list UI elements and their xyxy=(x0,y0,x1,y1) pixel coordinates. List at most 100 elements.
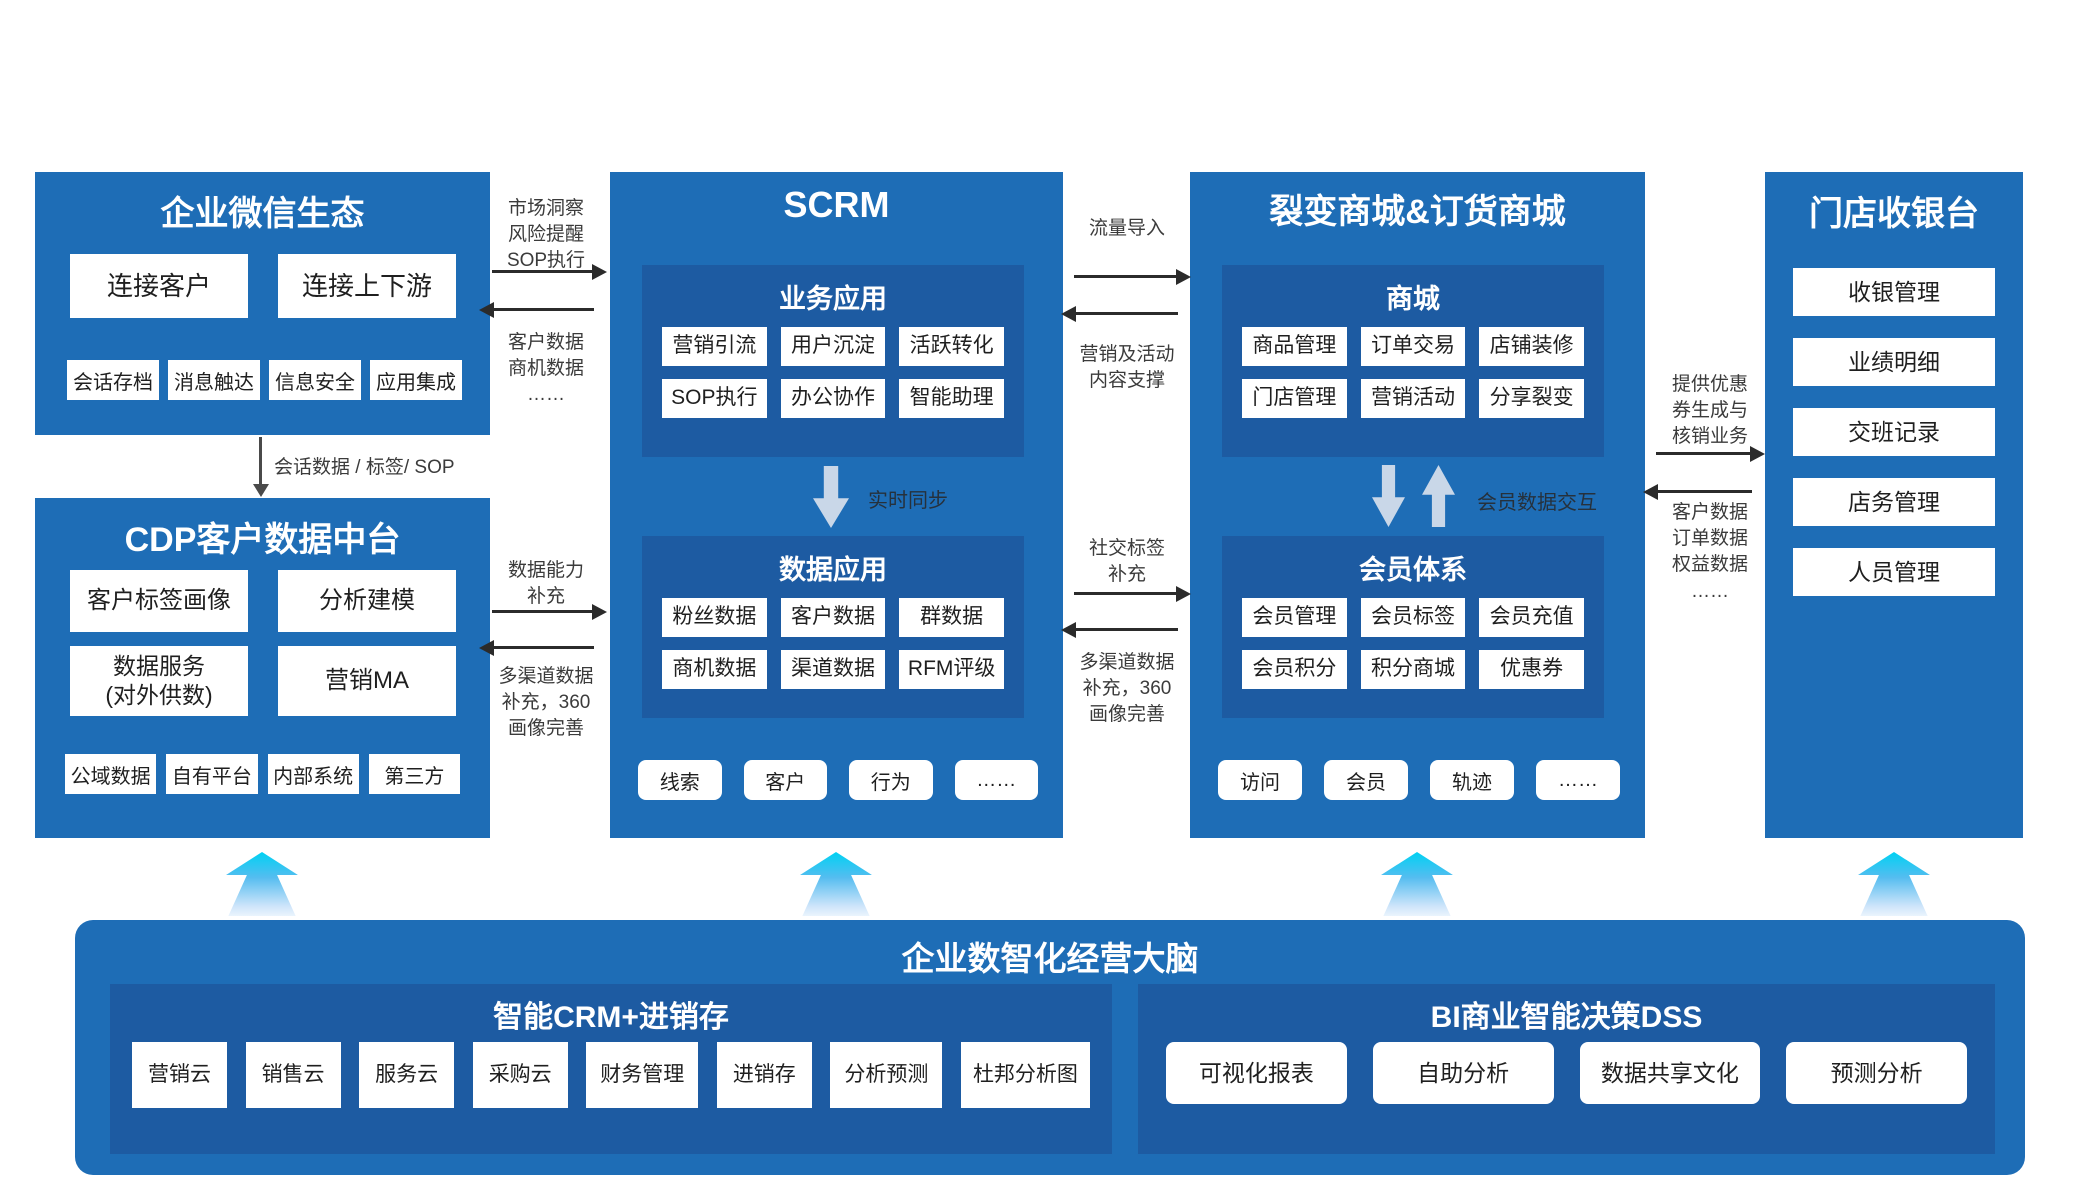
mall-chip: 会员 xyxy=(1324,760,1408,800)
connector-label: 流量导入 xyxy=(1088,218,1165,239)
cdp-cell: 分析建模 xyxy=(278,570,456,632)
brain-crm-cell: 财务管理 xyxy=(586,1042,699,1108)
brain-crm-cell: 进销存 xyxy=(716,1042,812,1108)
brain-bi-subpanel: BI商业智能决策DSS 可视化报表 自助分析 数据共享文化 预测分析 xyxy=(1138,984,1995,1154)
scrm-data-cell: 客户数据 xyxy=(780,598,886,637)
brain-bi-cells: 可视化报表 自助分析 数据共享文化 预测分析 xyxy=(1166,1042,1967,1104)
mall-member-cell: 会员充值 xyxy=(1479,598,1584,637)
scrm-data-cell: 商机数据 xyxy=(662,650,767,689)
scrm-data-cell: RFM评级 xyxy=(899,650,1004,689)
scrm-data-grid: 粉丝数据 客户数据 群数据 商机数据 渠道数据 RFM评级 xyxy=(662,598,1004,689)
mall-member-cell: 会员管理 xyxy=(1242,598,1347,637)
mall-chip: 访问 xyxy=(1218,760,1302,800)
mall-member-grid: 会员管理 会员标签 会员充值 会员积分 积分商城 优惠券 xyxy=(1242,598,1584,689)
scrm-sync-label: 实时同步 xyxy=(868,490,948,512)
cdp-chip: 公域数据 xyxy=(65,754,157,794)
panel-pos: 门店收银台 收银管理 业绩明细 交班记录 店务管理 人员管理 xyxy=(1765,172,2023,838)
brain-crm-cell: 销售云 xyxy=(245,1042,341,1108)
connector-label: 多渠道数据 补充，360 画像完善 xyxy=(1079,652,1175,726)
brain-crm-cells: 营销云 销售云 服务云 采购云 财务管理 进销存 分析预测 杜邦分析图 xyxy=(132,1042,1090,1108)
brain-bi-cell: 数据共享文化 xyxy=(1579,1042,1761,1104)
arrow-left-icon xyxy=(1643,484,1752,500)
brain-bi-cell: 可视化报表 xyxy=(1166,1042,1347,1104)
connector-label: 会话数据 / 标签/ SOP xyxy=(274,457,455,478)
cdp-chip: 自有平台 xyxy=(166,754,258,794)
brain-crm-cell: 营销云 xyxy=(132,1042,227,1108)
wechat-chip: 消息触达 xyxy=(168,360,260,400)
pos-cell: 收银管理 xyxy=(1793,268,1995,316)
scrm-chip-row: 线索 客户 行为 …… xyxy=(638,760,1038,800)
scrm-data-subpanel: 数据应用 粉丝数据 客户数据 群数据 商机数据 渠道数据 RFM评级 xyxy=(642,536,1024,718)
panel-mall: 裂变商城&订货商城 商城 商品管理 订单交易 店铺装修 门店管理 营销活动 分享… xyxy=(1190,172,1645,838)
connector-label: 客户数据 订单数据 权益数据 …… xyxy=(1671,502,1748,602)
arrow-right-icon xyxy=(492,264,607,280)
brain-crm-cell: 采购云 xyxy=(472,1042,568,1108)
scrm-data-cell: 渠道数据 xyxy=(780,650,886,689)
connector-label: 客户数据 商机数据 …… xyxy=(507,332,584,406)
cdp-cell: 营销MA xyxy=(278,646,456,716)
scrm-business-grid: 营销引流 用户沉淀 活跃转化 SOP执行 办公协作 智能助理 xyxy=(662,327,1004,418)
cdp-panel-title: CDP客户数据中台 xyxy=(124,521,401,559)
pos-cell: 人员管理 xyxy=(1793,548,1995,596)
mall-shop-grid: 商品管理 订单交易 店铺装修 门店管理 营销活动 分享裂变 xyxy=(1242,327,1584,418)
scrm-business-cell: 用户沉淀 xyxy=(780,327,886,366)
mall-shop-cell: 商品管理 xyxy=(1242,327,1347,366)
wechat-chip: 应用集成 xyxy=(370,360,462,400)
scrm-data-cell: 粉丝数据 xyxy=(662,598,767,637)
brain-crm-cell: 杜邦分析图 xyxy=(960,1042,1090,1108)
panel-brain: 企业数智化经营大脑 智能CRM+进销存 营销云 销售云 服务云 采购云 财务管理… xyxy=(75,920,2025,1175)
arrow-left-icon xyxy=(479,302,594,318)
brain-crm-subpanel: 智能CRM+进销存 营销云 销售云 服务云 采购云 财务管理 进销存 分析预测 … xyxy=(110,984,1112,1154)
mall-member-cell: 会员标签 xyxy=(1360,598,1466,637)
wechat-feature-connect-customers: 连接客户 xyxy=(70,254,248,318)
connector-label: 提供优惠 券生成与 核销业务 xyxy=(1671,374,1748,448)
arrow-right-icon xyxy=(1074,586,1191,602)
cdp-chip: 内部系统 xyxy=(267,754,359,794)
scrm-business-cell: 办公协作 xyxy=(780,379,886,418)
cdp-cell: 数据服务 (对外供数) xyxy=(70,646,248,716)
arrow-up-icon xyxy=(1422,465,1455,527)
mall-shop-cell: 店铺装修 xyxy=(1479,327,1584,366)
connector-label: 数据能力 补充 xyxy=(507,560,584,608)
mall-shop-cell: 门店管理 xyxy=(1242,379,1347,418)
mall-member-cell: 积分商城 xyxy=(1360,650,1466,689)
cdp-cell-grid: 客户标签画像 分析建模 数据服务 (对外供数) 营销MA xyxy=(70,570,456,716)
scrm-business-cell: SOP执行 xyxy=(662,379,767,418)
scrm-chip: …… xyxy=(954,760,1038,800)
wechat-feature-connect-updownstream: 连接上下游 xyxy=(278,254,456,318)
mall-member-cell: 会员积分 xyxy=(1242,650,1347,689)
cdp-cell: 客户标签画像 xyxy=(70,570,248,632)
panel-cdp: CDP客户数据中台 客户标签画像 分析建模 数据服务 (对外供数) 营销MA 公… xyxy=(35,498,490,838)
cdp-chip: 第三方 xyxy=(368,754,460,794)
brain-bi-cell: 自助分析 xyxy=(1372,1042,1554,1104)
panel-wechat-ecosystem: 企业微信生态 连接客户 连接上下游 会话存档 消息触达 信息安全 应用集成 xyxy=(35,172,490,435)
brain-bi-title: BI商业智能决策DSS xyxy=(1430,1001,1703,1034)
mall-chip: …… xyxy=(1536,760,1620,800)
mall-shop-cell: 分享裂变 xyxy=(1479,379,1584,418)
up-gradient-arrow-icon xyxy=(1381,852,1453,916)
mall-chip-row: 访问 会员 轨迹 …… xyxy=(1218,760,1620,800)
arrow-right-icon xyxy=(492,604,607,620)
mall-shop-title: 商城 xyxy=(1386,284,1440,314)
pos-panel-title: 门店收银台 xyxy=(1809,195,1979,233)
mall-member-subpanel: 会员体系 会员管理 会员标签 会员充值 会员积分 积分商城 优惠券 xyxy=(1222,536,1604,718)
connector-label: 营销及活动 内容支撑 xyxy=(1079,344,1175,392)
wechat-panel-title: 企业微信生态 xyxy=(160,195,365,233)
arrow-down-icon xyxy=(253,437,269,497)
up-gradient-arrow-icon xyxy=(226,852,298,916)
scrm-data-title: 数据应用 xyxy=(779,555,887,585)
arrow-down-icon xyxy=(1372,465,1405,527)
mall-shop-cell: 营销活动 xyxy=(1360,379,1466,418)
scrm-panel-title: SCRM xyxy=(783,184,890,225)
scrm-chip: 客户 xyxy=(743,760,827,800)
arrow-right-icon xyxy=(1656,446,1765,462)
scrm-business-cell: 智能助理 xyxy=(899,379,1004,418)
connector-label: 社交标签 补充 xyxy=(1088,538,1165,586)
mall-shop-cell: 订单交易 xyxy=(1360,327,1466,366)
arrow-right-icon xyxy=(1074,269,1191,285)
brain-bi-cell: 预测分析 xyxy=(1786,1042,1967,1104)
pos-cell: 店务管理 xyxy=(1793,478,1995,526)
pos-cell: 业绩明细 xyxy=(1793,338,1995,386)
wechat-chip: 信息安全 xyxy=(269,360,361,400)
